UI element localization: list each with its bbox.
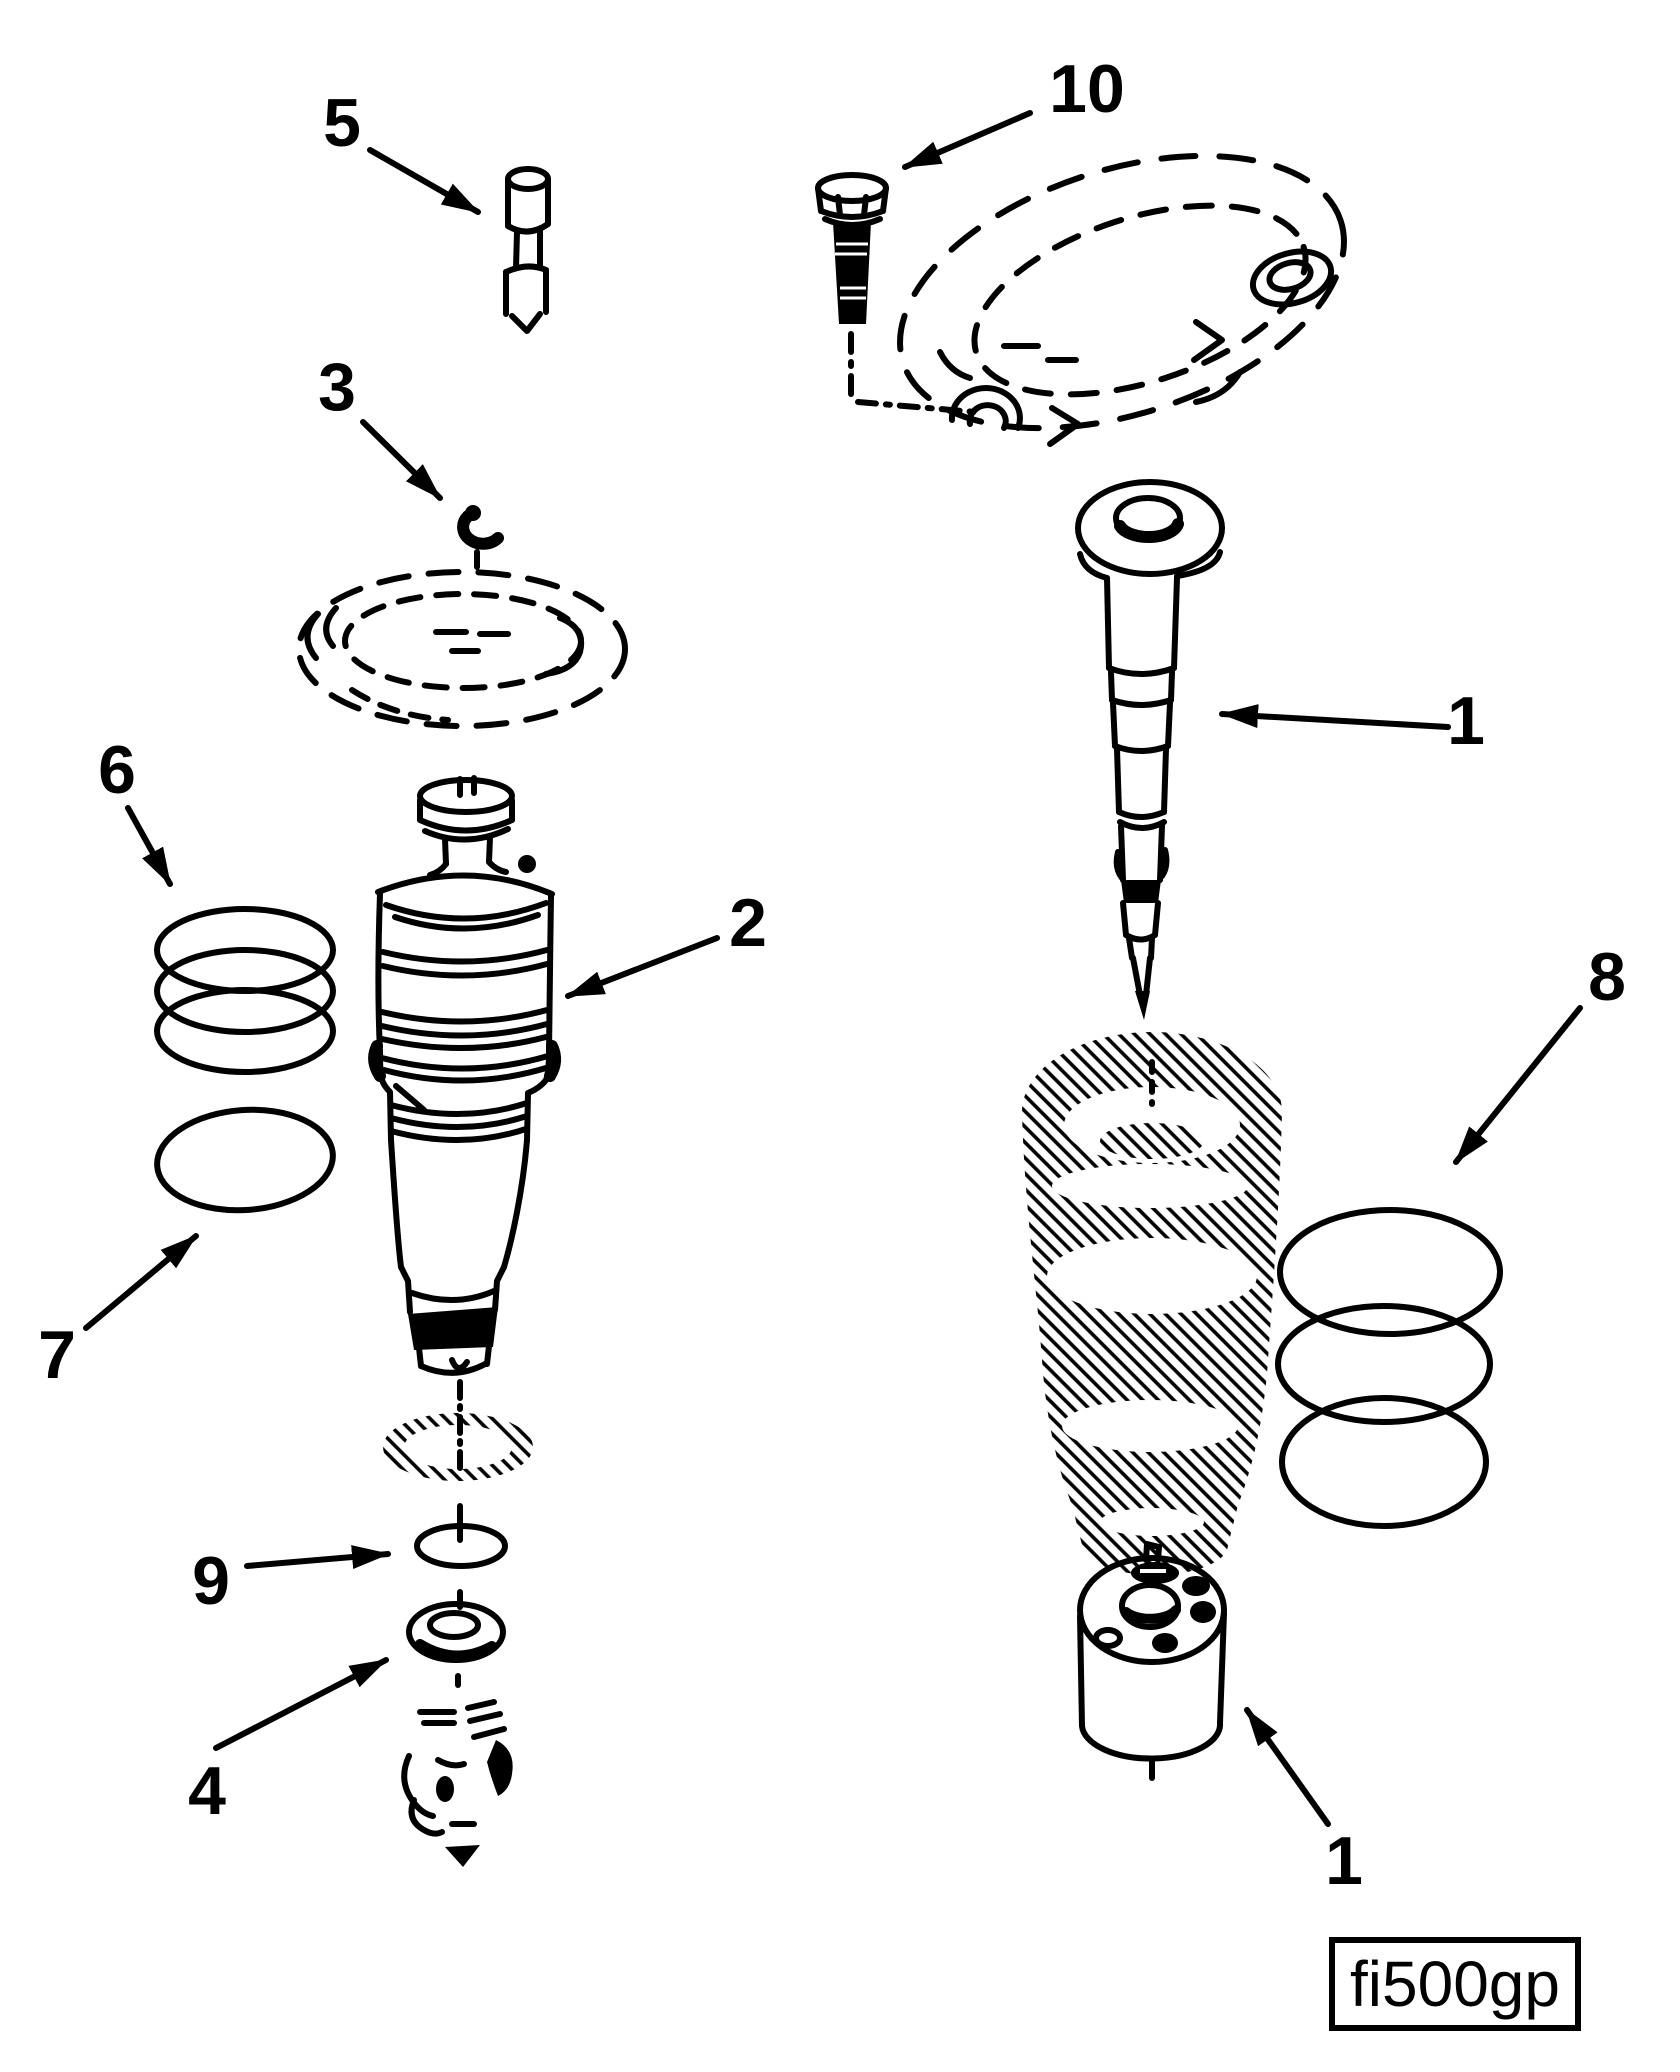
- o-ring-part-7: [154, 1106, 336, 1214]
- pin-part-5: [503, 166, 551, 334]
- callout-1-upper-number: 1: [1447, 683, 1485, 759]
- callout-5-number: 5: [323, 85, 361, 161]
- figure-code-text: fi500gp: [1350, 1948, 1560, 2020]
- callout-1-lower-number: 1: [1325, 1823, 1363, 1899]
- injector-part-1: [1075, 479, 1225, 1020]
- figure-code-border: [1329, 1937, 1581, 2031]
- callout-10-arrow: [902, 110, 1033, 170]
- callout-9: 9: [192, 1543, 391, 1619]
- callout-7-number: 7: [38, 1317, 76, 1393]
- o-ring-set-part-8: [1275, 1207, 1503, 1529]
- callout-8: 8: [1453, 939, 1626, 1165]
- injector-body-part-2: [368, 775, 561, 1471]
- callout-10: 10: [902, 51, 1125, 170]
- hidden-gasket-hatched: [383, 1413, 533, 1481]
- callout-2-number: 2: [729, 885, 767, 961]
- callout-3-number: 3: [318, 349, 356, 425]
- callout-6-number: 6: [98, 732, 136, 808]
- bolt-part-10: [815, 172, 978, 415]
- callout-2-arrow: [565, 935, 720, 999]
- callout-10-number: 10: [1049, 51, 1125, 127]
- callout-8-arrow: [1453, 1005, 1583, 1165]
- callout-7-arrow: [83, 1233, 199, 1331]
- callout-4-number: 4: [188, 1753, 226, 1829]
- callout-5-arrow: [367, 147, 481, 215]
- callout-7: 7: [38, 1233, 199, 1393]
- clamp-plate-phantom: [897, 152, 1347, 447]
- figure-code-box: fi500gp: [1329, 1937, 1581, 2031]
- nozzle-tip-sketch: [401, 1699, 513, 1867]
- ring-stack-part-6: [154, 906, 336, 1075]
- callout-2: 2: [565, 885, 767, 999]
- callout-8-number: 8: [1588, 939, 1626, 1015]
- clip-part-3: [457, 505, 504, 570]
- callout-1-lower-arrow: [1244, 1707, 1331, 1827]
- callout-1-upper: 1: [1219, 683, 1485, 759]
- callout-3-arrow: [360, 419, 443, 501]
- small-o-ring-part-9: [414, 1503, 508, 1610]
- callout-4: 4: [188, 1657, 389, 1829]
- callout-1-lower: 1: [1244, 1707, 1363, 1899]
- callout-1-upper-arrow: [1219, 704, 1451, 730]
- sleeve-cup-hatched: [1022, 1032, 1282, 1575]
- gasket-plate-phantom: [296, 569, 628, 729]
- callout-3: 3: [318, 349, 443, 501]
- callout-9-number: 9: [192, 1543, 230, 1619]
- callout-6: 6: [98, 732, 173, 887]
- callout-5: 5: [323, 85, 481, 215]
- callout-9-arrow: [244, 1545, 391, 1570]
- callout-4-arrow: [213, 1657, 389, 1751]
- cylinder-part-1: [1077, 1541, 1227, 1781]
- washer-part-4: [406, 1601, 506, 1688]
- callout-6-arrow: [125, 805, 173, 887]
